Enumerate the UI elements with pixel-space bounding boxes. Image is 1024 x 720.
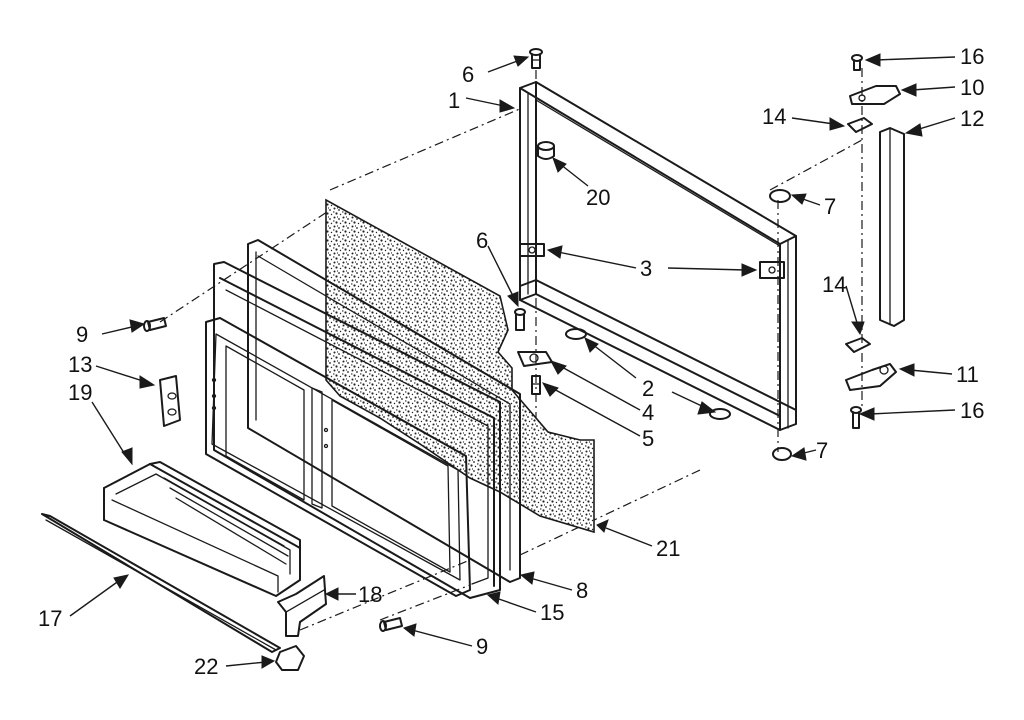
callout-labels: 6 1 20 16 10 14 12 7 6 3 14 9 13 19 2 11… [38,44,984,679]
insulation-part-21 [325,198,595,534]
callout-17: 17 [38,606,62,631]
callout-6-top: 6 [462,62,474,87]
door-liner-part-15 [213,261,501,599]
handle-part-12 [879,127,905,327]
hinge-bracket-part-3-left [519,243,545,257]
callout-19: 19 [68,380,92,405]
bracket-part-18 [277,575,327,637]
bottom-hinge-part-11 [845,363,897,391]
callout-21: 21 [656,536,680,561]
callout-16-bottom: 16 [960,398,984,423]
callout-3: 3 [640,256,652,281]
liner-frame-part-8 [247,239,521,583]
shelf-bin-part-19 [103,461,301,597]
callout-1: 1 [448,88,460,113]
leader-arrows [69,53,956,669]
trim-strip-part-17 [41,513,281,653]
top-hinge-part-10 [849,85,901,105]
retainer-clip-part-13 [159,375,181,427]
screw-part-16-bottom [850,406,862,429]
callout-6-lower: 6 [476,228,488,253]
hinge-bracket-part-3-right [759,261,785,279]
callout-15: 15 [540,600,564,625]
cap-part-7-bottom [772,447,792,461]
screw-part-6-lower [514,308,526,331]
callout-16-top: 16 [960,44,984,69]
callout-14-lower: 14 [822,272,846,297]
callout-18: 18 [358,582,382,607]
callout-20: 20 [586,185,610,210]
screw-part-9-upper [143,317,167,332]
screw-part-16-top [851,54,863,71]
end-cap-part-22 [275,645,305,671]
pad-part-2 [565,328,731,420]
alignment-lines [159,68,863,631]
callout-11: 11 [956,362,979,387]
callout-7-bottom: 7 [816,438,828,463]
plug-part-20 [537,141,555,160]
shim-part-14-bottom [845,337,871,353]
callout-10: 10 [960,75,984,100]
inner-door-panel [205,317,471,597]
callout-13: 13 [68,352,92,377]
callout-2: 2 [642,376,654,401]
callout-22: 22 [194,654,218,679]
callout-9-lower: 9 [476,634,488,659]
callout-7-top: 7 [824,194,836,219]
callout-8: 8 [576,578,588,603]
callout-4: 4 [642,400,654,425]
screw-part-6-top [529,48,543,69]
door-frame-part-1 [519,81,797,431]
screw-part-5 [531,375,541,395]
cap-part-7-top [769,189,791,203]
callout-5: 5 [642,426,654,451]
callout-9-upper: 9 [76,322,88,347]
shim-part-14-top [847,117,873,133]
callout-14-top: 14 [762,104,786,129]
screw-part-9-lower [379,617,403,632]
callout-12: 12 [960,106,984,131]
hinge-part-4 [517,351,553,367]
